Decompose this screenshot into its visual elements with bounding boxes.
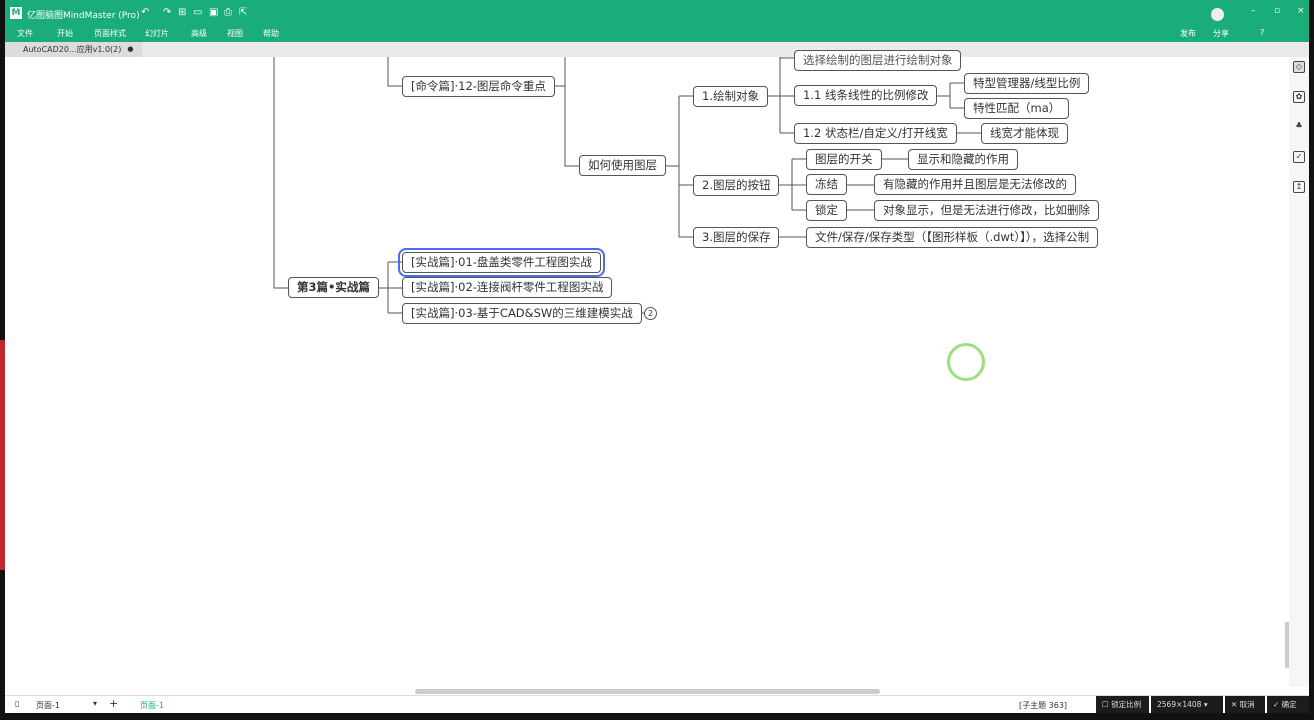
confirm-label: 确定 bbox=[1281, 700, 1297, 709]
node-layer-buttons[interactable]: 2.图层的按钮 bbox=[693, 175, 780, 196]
connector-lines bbox=[273, 57, 981, 314]
redo-icon[interactable]: ↷ bbox=[163, 7, 172, 18]
mindmap-canvas[interactable]: 选择绘制的图层进行绘制对象 [命令篇]·12-图层命令重点 如何使用图层 1.绘… bbox=[5, 50, 1289, 694]
menu-file[interactable]: 文件 bbox=[17, 29, 33, 38]
node-practice-02[interactable]: [实战篇]·02-连接阀杆零件工程图实战 bbox=[402, 277, 613, 298]
node-lock[interactable]: 锁定 bbox=[806, 200, 847, 221]
node-freeze[interactable]: 冻结 bbox=[806, 174, 847, 195]
app-logo: M bbox=[10, 7, 22, 19]
format-icon[interactable]: ◇ bbox=[1293, 61, 1305, 73]
node-layer-onoff[interactable]: 图层的开关 bbox=[806, 149, 882, 170]
node-part3[interactable]: 第3篇•实战篇 bbox=[288, 277, 379, 298]
undo-icon[interactable]: ↶ bbox=[141, 7, 150, 18]
page-view-icon[interactable]: ▯ bbox=[15, 699, 20, 708]
node-lineweight-show[interactable]: 线宽才能体现 bbox=[981, 123, 1068, 144]
task-icon[interactable]: ✓ bbox=[1293, 151, 1305, 163]
menu-advanced[interactable]: 高级 bbox=[191, 29, 207, 38]
lock-ratio-label: 锁定比例 bbox=[1111, 700, 1142, 709]
status-bar: ▯ 页面-1 ▾ + 页面-1 [子主题 363] ☐ 锁定比例 2569×14… bbox=[5, 695, 1309, 713]
node-freeze-desc[interactable]: 有隐藏的作用并且图层是无法修改的 bbox=[874, 174, 1076, 195]
document-tab[interactable]: AutoCAD20...应用v1.0(2) ● bbox=[5, 42, 142, 57]
node-cmd-12[interactable]: [命令篇]·12-图层命令重点 bbox=[402, 76, 555, 97]
node-1-1[interactable]: 1.1 线条线性的比例修改 bbox=[794, 85, 938, 106]
node-onoff-desc[interactable]: 显示和隐藏的作用 bbox=[908, 149, 1018, 170]
node-lock-desc[interactable]: 对象显示，但是无法进行修改，比如删除 bbox=[874, 200, 1099, 221]
share-button[interactable]: 分享 bbox=[1213, 29, 1229, 38]
node-select-layer-draw[interactable]: 选择绘制的图层进行绘制对象 bbox=[794, 50, 961, 71]
horizontal-scrollbar[interactable] bbox=[415, 689, 880, 694]
node-how-use-layer[interactable]: 如何使用图层 bbox=[579, 155, 666, 176]
add-page-button[interactable]: + bbox=[109, 697, 119, 710]
app-title: 亿图脑图MindMaster (Pro) bbox=[27, 11, 140, 21]
menu-page-style[interactable]: 页面样式 bbox=[94, 29, 126, 38]
menu-view[interactable]: 视图 bbox=[227, 29, 243, 38]
modified-indicator: ● bbox=[127, 45, 134, 53]
publish-button[interactable]: 发布 bbox=[1180, 29, 1196, 38]
resolution-value: 2569×1408 bbox=[1157, 700, 1202, 709]
background-strip bbox=[0, 340, 5, 570]
clipart-icon[interactable]: ♣ bbox=[1295, 121, 1303, 130]
node-draw-object[interactable]: 1.绘制对象 bbox=[693, 86, 768, 107]
collapse-count-badge[interactable]: 2 bbox=[644, 307, 657, 320]
node-practice-03[interactable]: [实战篇]·03-基于CAD&SW的三维建模实战 bbox=[402, 303, 642, 324]
close-button[interactable]: × bbox=[1297, 6, 1305, 16]
menu-slides[interactable]: 幻灯片 bbox=[145, 29, 169, 38]
node-linetype-manager[interactable]: 特型管理器/线型比例 bbox=[964, 73, 1090, 94]
node-practice-01[interactable]: [实战篇]·01-盘盖类零件工程图实战 bbox=[398, 248, 605, 277]
lock-ratio-checkbox[interactable]: ☐ 锁定比例 bbox=[1096, 696, 1149, 713]
image-icon[interactable]: ✿ bbox=[1293, 91, 1305, 103]
document-tabs: AutoCAD20...应用v1.0(2) ● bbox=[5, 42, 1309, 57]
cursor-highlight bbox=[947, 343, 985, 381]
menu-home[interactable]: 开始 bbox=[57, 29, 73, 38]
avatar[interactable] bbox=[1211, 8, 1224, 21]
new-icon[interactable]: ⊞ bbox=[178, 7, 187, 18]
tab-label: AutoCAD20...应用v1.0(2) bbox=[23, 45, 122, 54]
menu-help[interactable]: 帮助 bbox=[263, 29, 279, 38]
cancel-label: 取消 bbox=[1239, 700, 1255, 709]
page-select[interactable]: 页面-1 bbox=[36, 701, 60, 710]
topic-count: [子主题 363] bbox=[1019, 701, 1068, 710]
resolution-select[interactable]: 2569×1408 ▾ bbox=[1151, 696, 1223, 713]
page-tab-active[interactable]: 页面-1 bbox=[140, 701, 164, 710]
right-panel: ◇ ✿ ♣ ✓ ↥ bbox=[1289, 57, 1309, 687]
save-icon[interactable]: ▣ bbox=[209, 7, 219, 18]
open-icon[interactable]: ▭ bbox=[193, 7, 203, 18]
node-match-properties[interactable]: 特性匹配（ma） bbox=[964, 98, 1070, 119]
restore-button[interactable]: ▫ bbox=[1274, 6, 1281, 16]
export-icon[interactable]: ⇱ bbox=[239, 7, 248, 18]
app-window: M 亿图脑图MindMaster (Pro) ↶ ↷ ⊞ ▭ ▣ ⎙ ⇱ 文件 … bbox=[5, 0, 1309, 713]
node-1-2[interactable]: 1.2 状态栏/自定义/打开线宽 bbox=[794, 123, 957, 144]
title-bar: M 亿图脑图MindMaster (Pro) ↶ ↷ ⊞ ▭ ▣ ⎙ ⇱ 文件 … bbox=[5, 0, 1309, 42]
help-button[interactable]: ? bbox=[1260, 28, 1265, 37]
node-layer-save[interactable]: 3.图层的保存 bbox=[693, 227, 780, 248]
page-dropdown-icon[interactable]: ▾ bbox=[93, 699, 98, 708]
node-save-desc[interactable]: 文件/保存/保存类型（【图形样板（.dwt）】），选择公制 bbox=[806, 227, 1099, 248]
cancel-button[interactable]: ✕ 取消 bbox=[1225, 696, 1265, 713]
confirm-button[interactable]: ✓ 确定 bbox=[1267, 696, 1309, 713]
print-icon[interactable]: ⎙ bbox=[224, 7, 232, 18]
minimize-button[interactable]: – bbox=[1251, 6, 1256, 16]
export-panel-icon[interactable]: ↥ bbox=[1293, 181, 1305, 193]
vertical-scrollbar[interactable] bbox=[1285, 622, 1289, 668]
